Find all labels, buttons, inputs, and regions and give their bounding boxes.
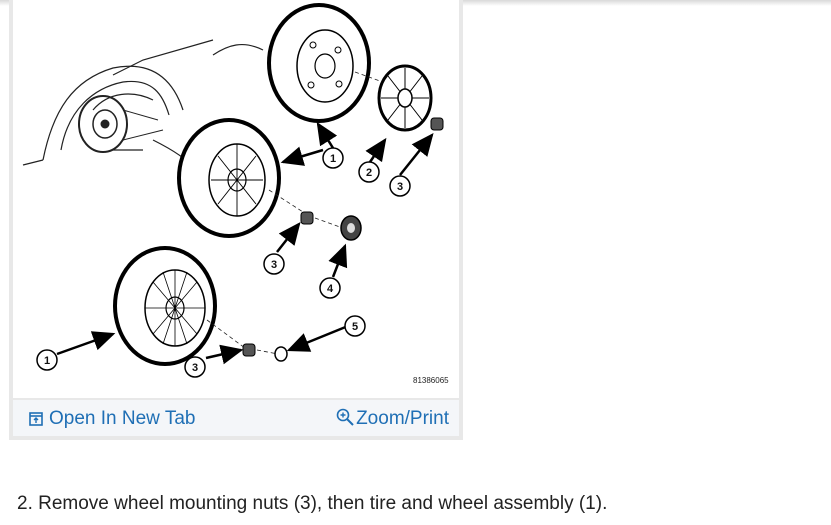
wheel-removal-diagram: 1 2 3 3 4 3 5 <box>13 0 459 398</box>
wheel-bottom <box>113 246 217 366</box>
callout-3-bottom: 3 <box>184 356 206 378</box>
svg-text:3: 3 <box>192 362 198 374</box>
open-new-tab-link[interactable]: Open In New Tab <box>29 408 195 432</box>
figure-action-bar: Open In New Tab Zoom/Print <box>13 400 459 436</box>
svg-text:3: 3 <box>397 181 403 193</box>
svg-text:1: 1 <box>44 355 50 367</box>
open-new-tab-icon <box>29 410 43 432</box>
callout-arrows <box>56 121 434 365</box>
callout-3-middle: 3 <box>263 253 285 275</box>
wheel-cover <box>377 64 433 132</box>
wheel-middle <box>177 118 281 238</box>
diagram-svg: 1 2 3 3 4 3 5 <box>22 3 449 385</box>
wheel-top <box>267 3 371 123</box>
callout-5: 5 <box>344 315 366 337</box>
step-instruction: 2. Remove wheel mounting nuts (3), then … <box>17 493 608 514</box>
svg-text:3: 3 <box>271 259 277 271</box>
callout-1-bottom: 1 <box>36 349 58 371</box>
figure-card: 1 2 3 3 4 3 5 <box>9 0 463 440</box>
vehicle-body-outline <box>22 39 264 169</box>
callout-4: 4 <box>319 277 341 299</box>
lug-nut-top <box>430 117 444 131</box>
svg-text:5: 5 <box>352 321 358 333</box>
callout-3-top: 3 <box>389 175 411 197</box>
svg-text:2: 2 <box>366 167 372 179</box>
zoom-print-link[interactable]: Zoom/Print <box>336 408 449 432</box>
lug-nut-middle <box>300 211 314 225</box>
callout-2: 2 <box>358 161 380 183</box>
lug-washer <box>274 346 288 362</box>
open-new-tab-label: Open In New Tab <box>49 408 196 429</box>
svg-text:4: 4 <box>327 283 334 295</box>
wheel-hub <box>78 95 164 153</box>
zoom-print-label: Zoom/Print <box>356 408 449 429</box>
callout-1-top: 1 <box>322 147 344 169</box>
svg-text:1: 1 <box>330 153 336 165</box>
figure-id: 81386065 <box>413 376 449 385</box>
lug-nut-bottom <box>242 343 256 357</box>
zoom-in-icon <box>336 408 354 432</box>
center-cap <box>340 215 362 241</box>
